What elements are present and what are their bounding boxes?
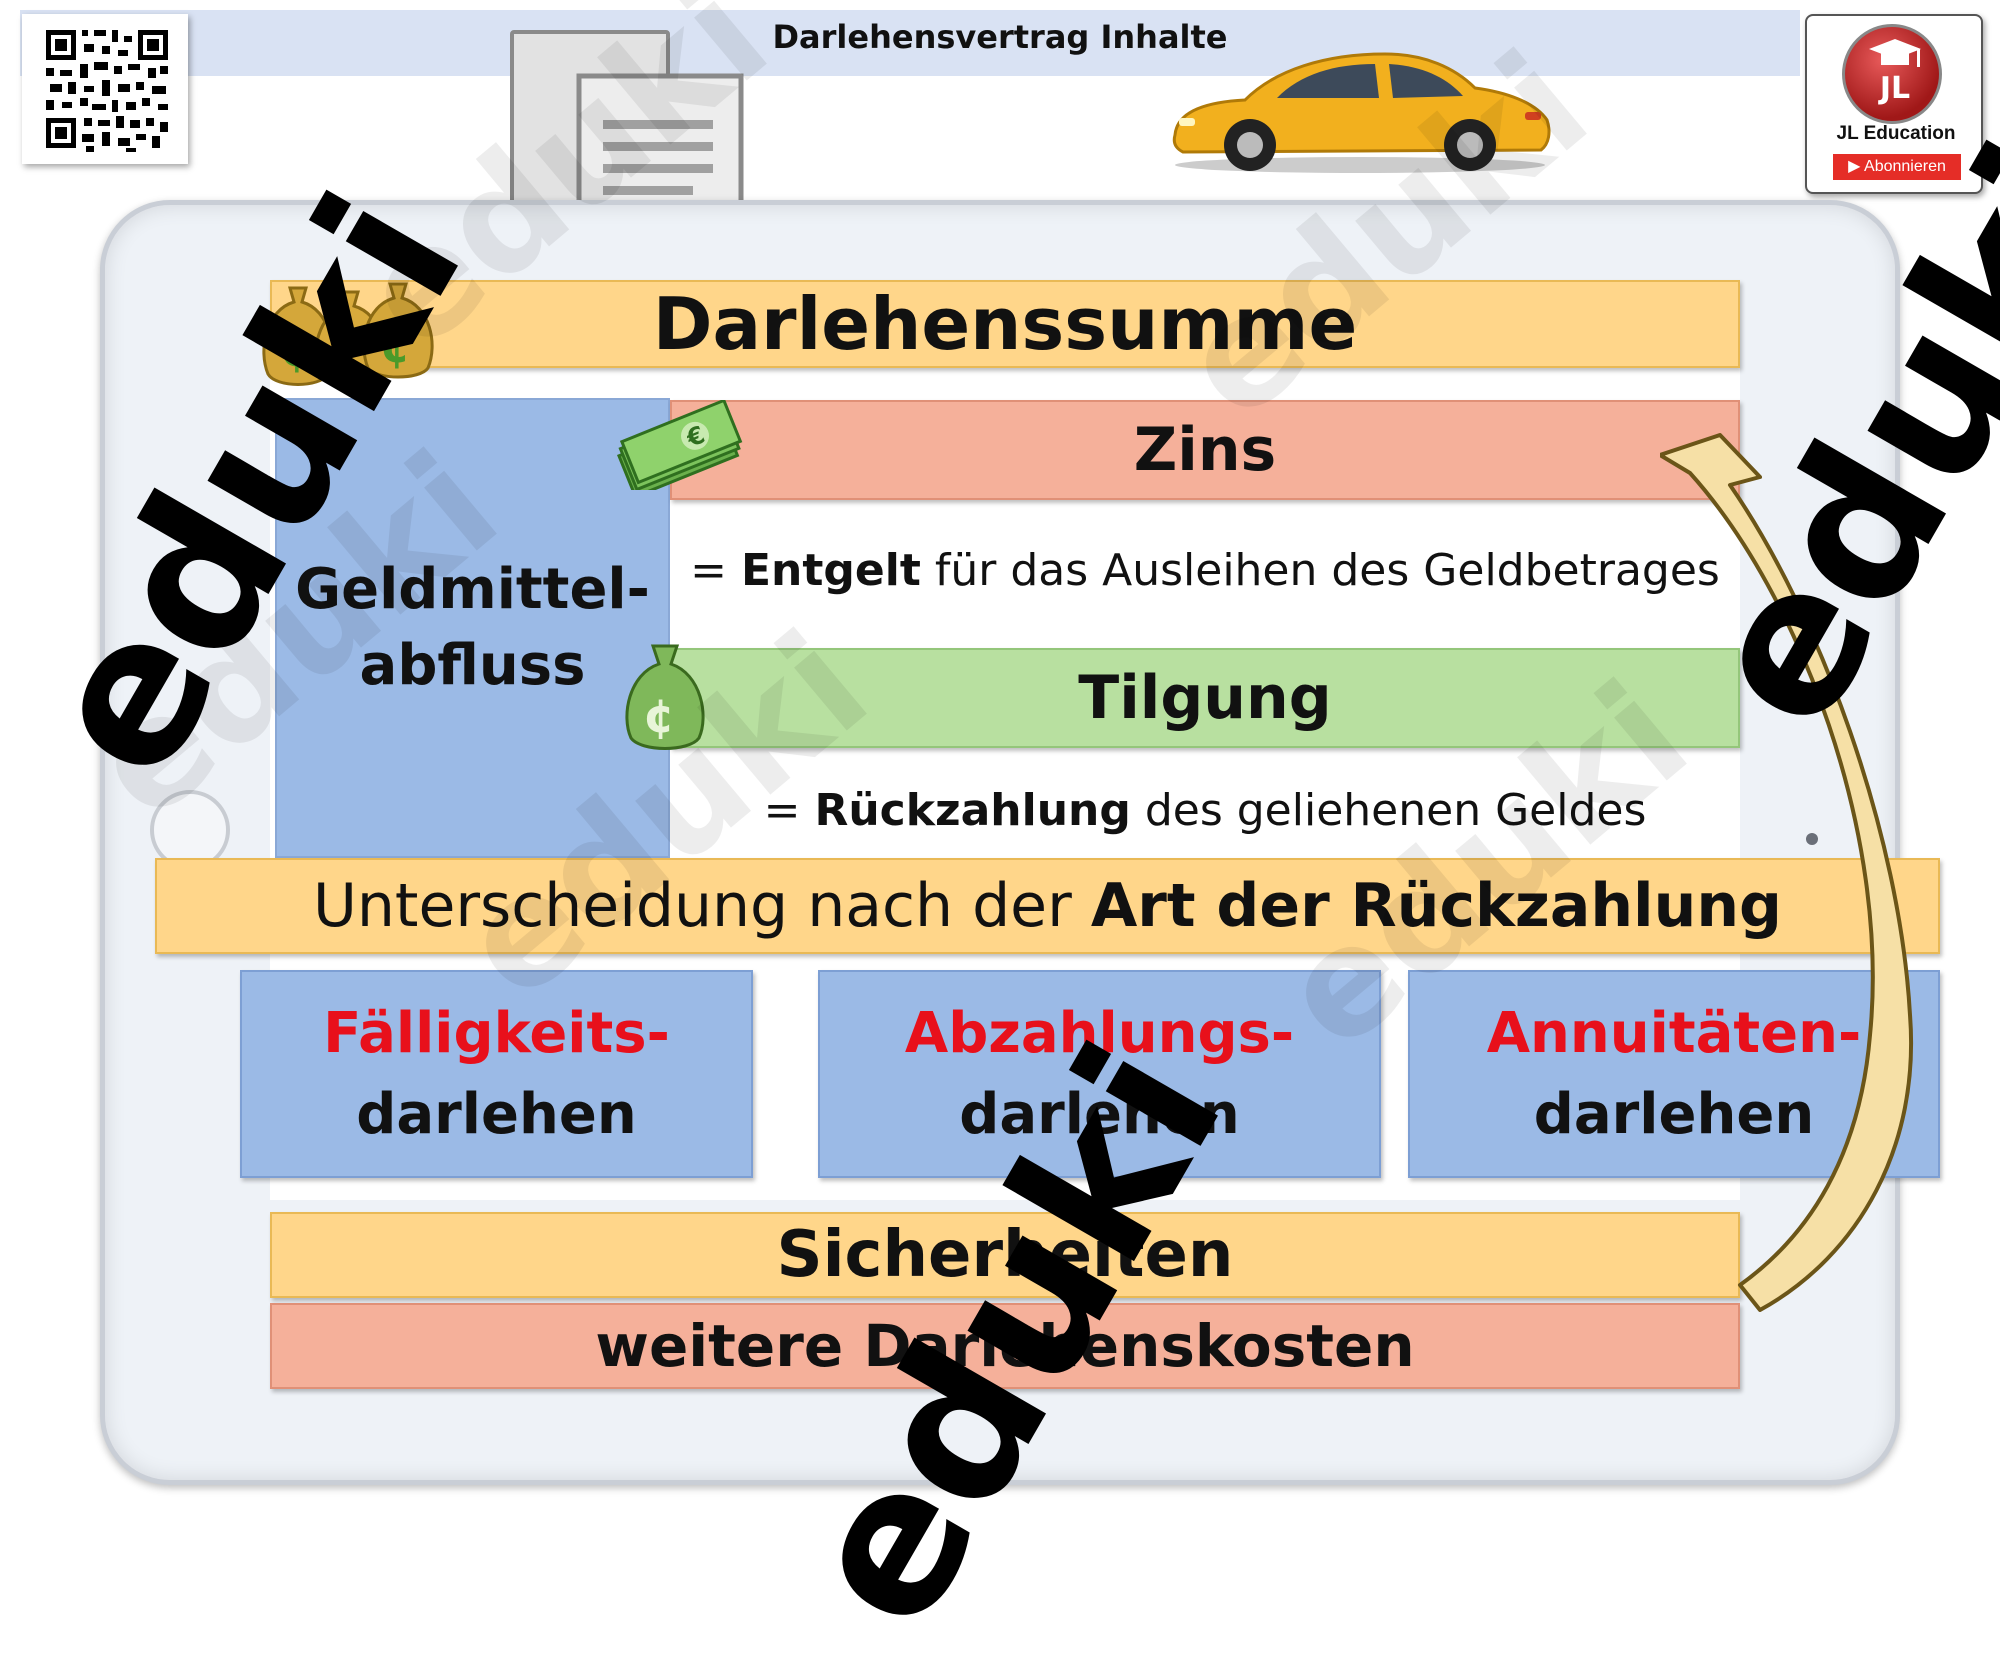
costs-bar: weitere Darlehenskosten bbox=[270, 1303, 1740, 1389]
svg-text:¢: ¢ bbox=[332, 330, 363, 381]
distinction-plain: Unterscheidung nach der bbox=[312, 871, 1091, 941]
securities-bar: Sicherheiten bbox=[270, 1212, 1740, 1298]
repayment-bar: Tilgung bbox=[670, 648, 1740, 748]
loan-amount-label: Darlehenssumme bbox=[652, 282, 1358, 366]
loan-type-line2: darlehen bbox=[356, 1082, 637, 1147]
distinction-bar: Unterscheidung nach der Art der Rückzahl… bbox=[155, 858, 1940, 954]
play-icon: ▶ bbox=[1848, 158, 1861, 175]
logo-initials: JL bbox=[1879, 71, 1911, 106]
logo-name: JL Education bbox=[1836, 123, 1956, 144]
repayment-def-prefix: = bbox=[763, 784, 815, 836]
repayment-label: Tilgung bbox=[1078, 663, 1332, 733]
securities-label: Sicherheiten bbox=[776, 1218, 1234, 1292]
costs-label: weitere Darlehenskosten bbox=[595, 1312, 1415, 1380]
money-bag-icon: ¢ bbox=[615, 640, 715, 755]
cash-outflow-line1: Geldmittel- bbox=[295, 557, 650, 623]
subscribe-label: Abonnieren bbox=[1864, 158, 1946, 175]
interest-bar: Zins bbox=[670, 400, 1740, 500]
loan-type-line1: Abzahlungs- bbox=[904, 1000, 1295, 1066]
svg-text:¢: ¢ bbox=[380, 322, 411, 373]
svg-text:¢: ¢ bbox=[280, 326, 311, 377]
svg-text:¢: ¢ bbox=[643, 689, 675, 743]
interest-definition: = Entgelt für das Ausleihen des Geldbetr… bbox=[670, 510, 1740, 630]
page-title: Darlehensvertrag Inhalte bbox=[772, 18, 1228, 56]
loan-type-line2: darlehen bbox=[959, 1082, 1240, 1147]
camera-dot bbox=[1806, 833, 1818, 845]
loan-amount-bar: Darlehenssumme bbox=[270, 280, 1740, 368]
car-icon bbox=[1165, 40, 1555, 175]
graduation-cap-icon: JL bbox=[1842, 24, 1942, 124]
money-bags-icon: ¢ ¢ ¢ bbox=[250, 270, 435, 390]
repayment-definition: = Rückzahlung des geliehenen Geldes bbox=[670, 760, 1740, 860]
interest-def-rest: für das Ausleihen des Geldbetrages bbox=[920, 544, 1720, 596]
loan-type-bullet: Fälligkeits- darlehen bbox=[240, 970, 753, 1178]
subscribe-button[interactable]: ▶ Abonnieren bbox=[1833, 154, 1961, 180]
repayment-def-bold: Rückzahlung bbox=[814, 784, 1131, 836]
distinction-bold: Art der Rückzahlung bbox=[1090, 871, 1782, 941]
cash-outflow-line2: abfluss bbox=[359, 633, 586, 698]
header-bar bbox=[20, 10, 1800, 76]
loan-type-installment: Abzahlungs- darlehen bbox=[818, 970, 1381, 1178]
banknotes-icon: € bbox=[605, 398, 745, 499]
repayment-def-rest: des geliehenen Geldes bbox=[1130, 784, 1647, 836]
interest-label: Zins bbox=[1133, 415, 1277, 485]
loan-type-line2: darlehen bbox=[1533, 1082, 1815, 1147]
interest-def-prefix: = bbox=[690, 544, 741, 596]
loan-type-line1: Annuitäten- bbox=[1486, 1000, 1862, 1066]
channel-logo[interactable]: JL JL Education ▶ Abonnieren bbox=[1805, 14, 1983, 194]
interest-def-bold: Entgelt bbox=[741, 544, 921, 596]
cash-outflow-box: Geldmittel- abfluss bbox=[275, 398, 670, 858]
curved-arrow-icon bbox=[1658, 415, 1920, 1315]
qr-code-icon[interactable] bbox=[22, 14, 188, 164]
loan-type-line1: Fälligkeits- bbox=[323, 1000, 670, 1066]
